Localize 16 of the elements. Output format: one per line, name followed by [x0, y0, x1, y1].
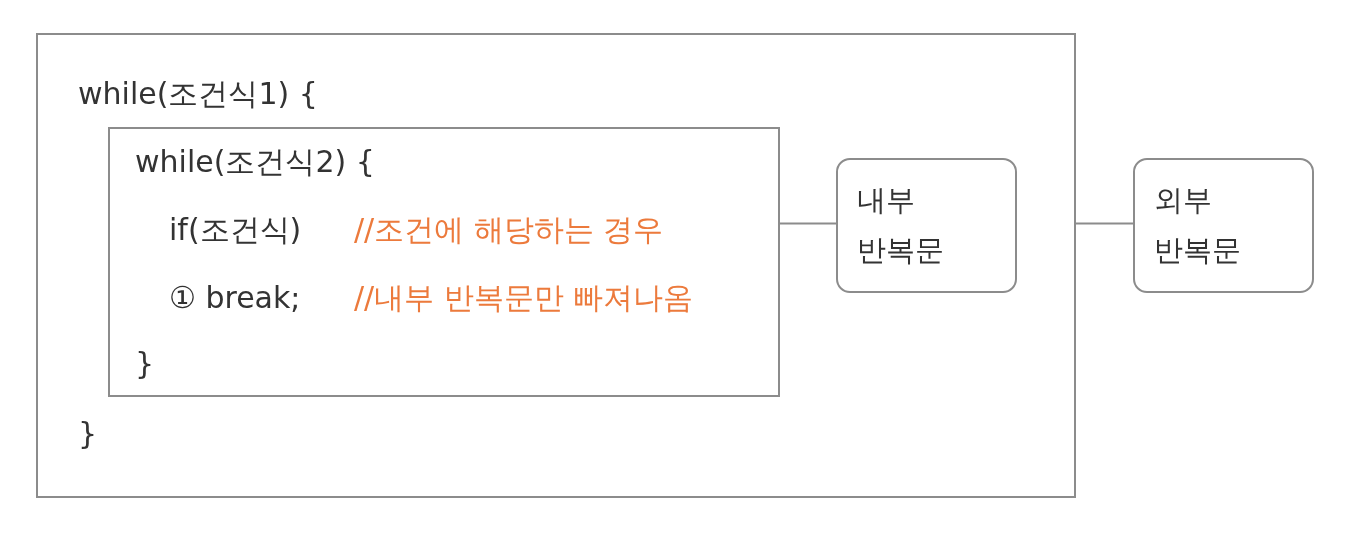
code-comment: //내부 반복문만 빠져나옴: [354, 279, 694, 317]
code-line: while(조건식2) {: [135, 143, 375, 181]
label-box: [1133, 158, 1314, 293]
label-box: [836, 158, 1017, 293]
connector-line: [779, 222, 837, 225]
code-line: ① break;: [169, 279, 301, 317]
code-comment: //조건에 해당하는 경우: [354, 211, 664, 249]
box-label: 외부 반복문: [1154, 183, 1242, 268]
box-label: 내부 반복문: [857, 183, 945, 268]
code-line: if(조건식): [169, 211, 302, 249]
code-line: }: [78, 415, 98, 453]
code-block-box: [36, 33, 1076, 498]
code-block-box: [108, 127, 780, 397]
connector-line: [1075, 222, 1134, 225]
code-line: while(조건식1) {: [78, 75, 318, 113]
code-line: }: [135, 345, 155, 383]
